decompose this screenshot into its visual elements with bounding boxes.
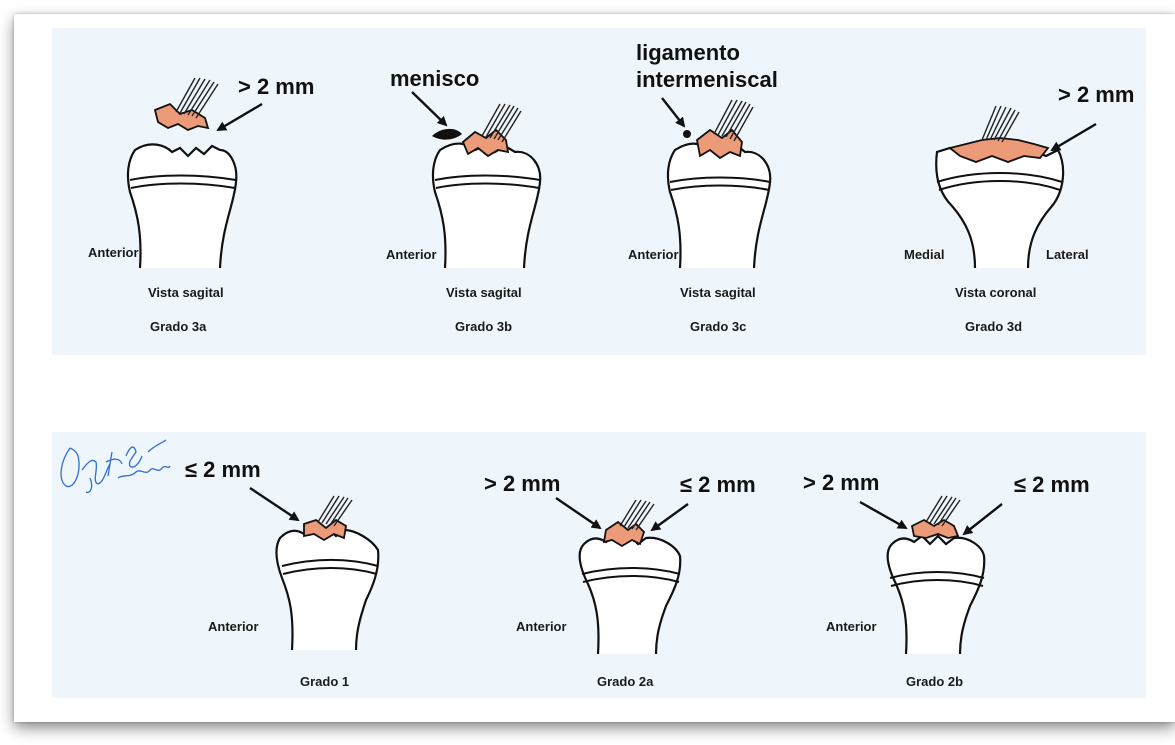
fig-grado-3c: ligamento intermeniscal Anterior Vista s… [628,40,778,334]
fig-grado-3d: > 2 mm Medial Lateral Vista coronal Grad… [904,82,1134,334]
side-label-anterior: Anterior [628,247,679,262]
tibia-bone [580,536,681,654]
signature-handwritten [61,440,170,492]
fig-grado-2a: > 2 mm ≤ 2 mm Anterior Grado 2a [484,471,756,689]
callout-arrow [218,104,262,130]
measure-label: > 2 mm [238,74,314,99]
callout-arrow [662,98,684,126]
grade-label: Grado 2b [906,674,963,689]
measure-label: > 2 mm [1058,82,1134,107]
side-label-anterior: Anterior [516,619,567,634]
side-label-medial: Medial [904,247,944,262]
grade-label: Grado 3d [965,319,1022,334]
callout-arrow-right [652,504,688,530]
measure-label-left: > 2 mm [803,470,879,495]
view-label: Vista sagital [680,285,756,300]
tibia-bone [888,536,985,654]
side-label-lateral: Lateral [1046,247,1089,262]
side-label-anterior: Anterior [88,245,139,260]
grade-label: Grado 1 [300,674,349,689]
callout-arrow [412,92,446,125]
fig-grado-3b: menisco Anterior Vista sagital Grado 3b [386,66,540,334]
callout-arrow-left [860,502,906,528]
ligament-label-line1: ligamento [636,40,740,65]
grade-label: Grado 2a [597,674,654,689]
tibia-bone [128,144,236,268]
view-label: Vista sagital [446,285,522,300]
view-label: Vista coronal [955,285,1036,300]
tibia-bone [433,144,540,268]
bone-fragment [697,130,742,158]
meniscus-shape [432,129,462,140]
fig-grado-1: ≤ 2 mm Anterior Grado 1 [185,457,378,689]
side-label-anterior: Anterior [386,247,437,262]
ligament-dot [683,130,691,138]
grade-label: Grado 3a [150,319,207,334]
meniscus-label: menisco [390,66,479,91]
brush-icon [982,106,1019,142]
grade-label: Grado 3b [455,319,512,334]
grade-label: Grado 3c [690,319,746,334]
callout-arrow [250,488,298,520]
tibia-bone [936,148,1063,268]
side-label-anterior: Anterior [826,619,877,634]
measure-label-right: ≤ 2 mm [1014,472,1090,497]
bone-fragment [155,104,208,130]
measure-label-right: ≤ 2 mm [680,472,756,497]
callout-arrow-right [964,504,1002,534]
measure-label-left: > 2 mm [484,471,560,496]
tibia-bone [276,528,378,650]
tibia-bone [668,144,770,268]
callout-arrow-left [556,498,600,528]
view-label: Vista sagital [148,285,224,300]
fig-grado-2b: > 2 mm ≤ 2 mm Anterior Grado 2b [803,470,1090,689]
side-label-anterior: Anterior [208,619,259,634]
fig-grado-3a: > 2 mm Anterior Vista sagital Grado 3a [88,74,314,334]
ligament-label-line2: intermeniscal [636,67,778,92]
measure-label: ≤ 2 mm [185,457,261,482]
brush-icon [176,78,218,118]
callout-arrow [1052,124,1096,150]
